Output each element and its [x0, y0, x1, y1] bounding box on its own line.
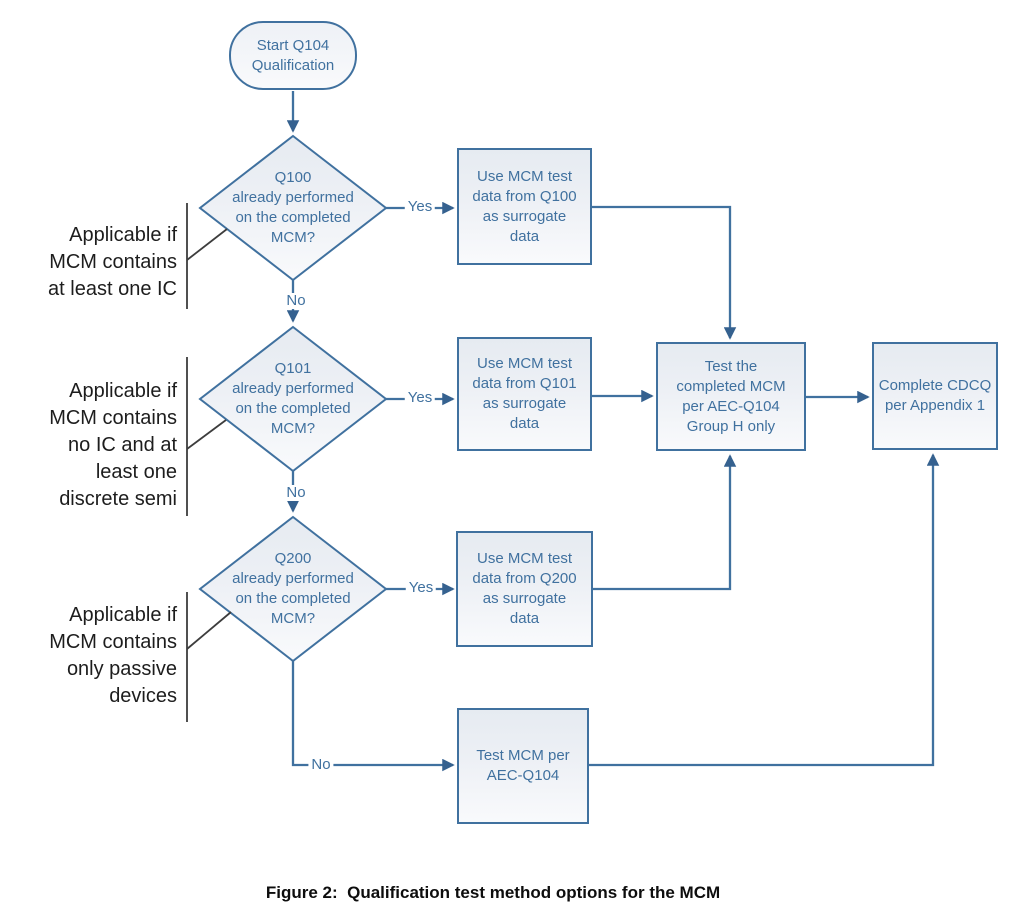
start-node: Start Q104 Qualification [229, 21, 357, 90]
box-complete-cdcq: Complete CDCQ per Appendix 1 [872, 342, 998, 450]
edge-useq100-to-grouph [592, 205, 737, 340]
decision-q100-label: Q100 already performed on the completed … [232, 169, 354, 246]
annotation-discrete-semi: Applicable if MCM contains no IC and at … [49, 380, 177, 510]
label-no-q101: No [283, 485, 309, 501]
label-no-q200: No [308, 757, 334, 773]
decision-q101-label: Q101 already performed on the completed … [232, 360, 354, 437]
label-yes-q101: Yes [404, 390, 436, 406]
edge-useq200-to-grouph [592, 454, 737, 591]
decision-q200-label: Q200 already performed on the completed … [232, 550, 354, 627]
callout-leader-2 [186, 419, 227, 450]
annotation-at-least-one-ic: Applicable if MCM contains at least one … [48, 224, 177, 300]
edge-q200-no [291, 661, 455, 772]
box-use-q101-data: Use MCM test data from Q101 as surrogate… [457, 337, 592, 451]
callout-leader-3 [186, 611, 232, 650]
box-test-group-h: Test the completed MCM per AEC-Q104 Grou… [656, 342, 806, 451]
label-no-q100: No [283, 293, 309, 309]
edge-testaec-to-cdcq [589, 453, 940, 767]
annotation-passive-devices: Applicable if MCM contains only passive … [49, 604, 177, 707]
box-use-q200-data: Use MCM test data from Q200 as surrogate… [456, 531, 593, 647]
label-yes-q200: Yes [405, 580, 437, 596]
label-yes-q100: Yes [404, 199, 436, 215]
box-use-q100-data: Use MCM test data from Q100 as surrogate… [457, 148, 592, 265]
box-test-aec-q104: Test MCM per AEC-Q104 [457, 708, 589, 824]
figure-caption: Figure 2: Qualification test method opti… [265, 883, 721, 902]
callout-leader-1 [186, 228, 228, 261]
